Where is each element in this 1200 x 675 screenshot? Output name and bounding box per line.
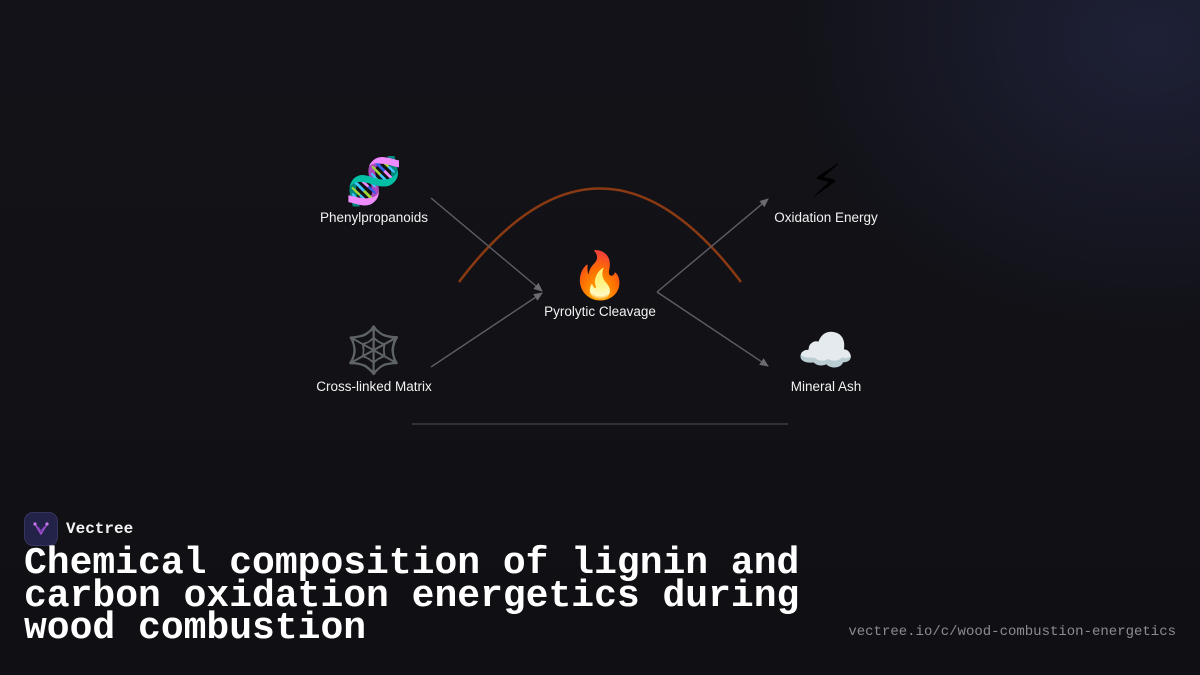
node-label: Cross-linked Matrix bbox=[316, 379, 432, 394]
web-icon: 🕸️ bbox=[345, 323, 403, 377]
node-pyrolytic-cleavage: 🔥 Pyrolytic Cleavage bbox=[544, 248, 656, 319]
node-label: Mineral Ash bbox=[790, 379, 862, 394]
brand: Vectree bbox=[24, 512, 133, 546]
vectree-logo-icon bbox=[24, 512, 58, 546]
edge-pyrolytic-cleavage-to-mineral-ash bbox=[656, 291, 769, 367]
node-label: Pyrolytic Cleavage bbox=[544, 304, 656, 319]
node-cross-linked-matrix: 🕸️ Cross-linked Matrix bbox=[316, 323, 432, 394]
lightning-icon: ⚡ bbox=[809, 154, 843, 208]
cloud-icon: ☁️ bbox=[797, 323, 855, 377]
source-url[interactable]: vectree.io/c/wood-combustion-energetics bbox=[848, 624, 1176, 640]
node-phenylpropanoids: 🧬 Phenylpropanoids bbox=[320, 154, 428, 225]
node-label: Phenylpropanoids bbox=[319, 210, 429, 225]
node-mineral-ash: ☁️ Mineral Ash bbox=[791, 323, 862, 394]
dna-icon: 🧬 bbox=[345, 154, 403, 208]
edge-phenylpropanoids-to-pyrolytic-cleavage bbox=[430, 197, 543, 292]
edge-pyrolytic-cleavage-to-oxidation-energy bbox=[656, 198, 769, 293]
page-title: Chemical composition of lignin and carbo… bbox=[24, 542, 800, 650]
vectree-logo-mark bbox=[33, 522, 49, 535]
heat-arc bbox=[458, 187, 742, 283]
edge-cross-linked-matrix-to-pyrolytic-cleavage bbox=[430, 292, 543, 368]
node-oxidation-energy: ⚡ Oxidation Energy bbox=[774, 154, 878, 225]
fire-icon: 🔥 bbox=[571, 248, 629, 302]
brand-name: Vectree bbox=[66, 520, 134, 538]
node-label: Oxidation Energy bbox=[774, 210, 878, 225]
